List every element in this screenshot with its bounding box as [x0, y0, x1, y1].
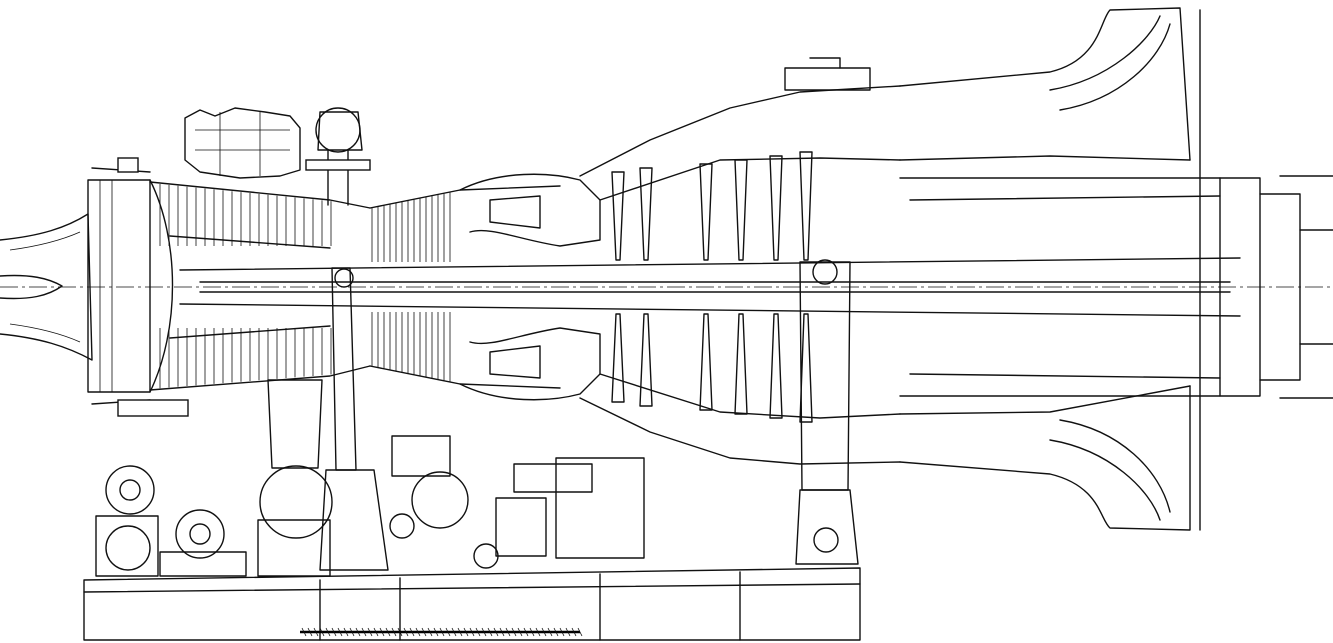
engine-assembly — [0, 7, 1333, 531]
base-frame — [83, 567, 861, 641]
accessory-gearbox — [184, 107, 371, 206]
blade-line — [301, 627, 307, 637]
blade-line — [511, 627, 517, 637]
blade-line — [355, 627, 361, 637]
exhaust-top-fitting — [784, 57, 871, 91]
blade-line — [487, 627, 493, 637]
support-legs — [319, 259, 859, 571]
blade-line — [331, 627, 337, 637]
blade-line — [439, 627, 445, 637]
blade-line — [379, 627, 385, 637]
lp-compressor — [149, 181, 371, 391]
blade-line — [397, 627, 403, 637]
blade-line — [427, 627, 433, 637]
combustor — [459, 173, 601, 401]
blade-line — [337, 627, 343, 637]
blade-line — [385, 627, 391, 637]
exhaust-diffuser — [899, 7, 1221, 531]
blade-line — [493, 627, 499, 637]
blade-line — [409, 627, 415, 637]
turbine-disc — [734, 159, 748, 415]
turbine-disc — [611, 171, 625, 403]
blade-line — [565, 627, 571, 637]
blade-line — [349, 627, 355, 637]
blade-line — [433, 627, 439, 637]
blade-line — [505, 627, 511, 637]
blade-line — [559, 627, 565, 637]
blade-line — [541, 627, 547, 637]
blade-line — [475, 627, 481, 637]
turbine-disc — [769, 155, 783, 419]
blade-line — [367, 627, 373, 637]
blade-line — [373, 627, 379, 637]
blade-line — [445, 627, 451, 637]
blade-line — [457, 627, 463, 637]
blade-line — [319, 627, 325, 637]
blade-line — [547, 627, 553, 637]
blade-line — [523, 627, 529, 637]
blade-line — [577, 627, 583, 637]
blade-line — [361, 627, 367, 637]
blade-line — [529, 627, 535, 637]
turbine-disc — [799, 151, 813, 423]
blade-line — [517, 627, 523, 637]
blade-line — [325, 627, 331, 637]
blade-line — [415, 627, 421, 637]
blade-line — [553, 627, 559, 637]
blade-line — [391, 627, 397, 637]
turbine-disc — [639, 167, 653, 407]
blade-line — [403, 627, 409, 637]
blade-line — [469, 627, 475, 637]
blade-line — [313, 627, 319, 637]
main-shaft — [0, 257, 1333, 317]
ancillary-equipment — [95, 379, 645, 577]
blade-line — [535, 627, 541, 637]
blade-line — [571, 627, 577, 637]
blade-line — [463, 627, 469, 637]
blade-line — [451, 627, 457, 637]
turbine — [579, 85, 901, 465]
inlet-casing — [87, 157, 189, 417]
blade-line — [481, 627, 487, 637]
blade-line — [499, 627, 505, 637]
turbine-disc — [699, 163, 713, 411]
rear-flange — [1219, 175, 1333, 399]
blade-line — [343, 627, 349, 637]
blade-line — [307, 627, 313, 637]
blade-line — [421, 627, 427, 637]
